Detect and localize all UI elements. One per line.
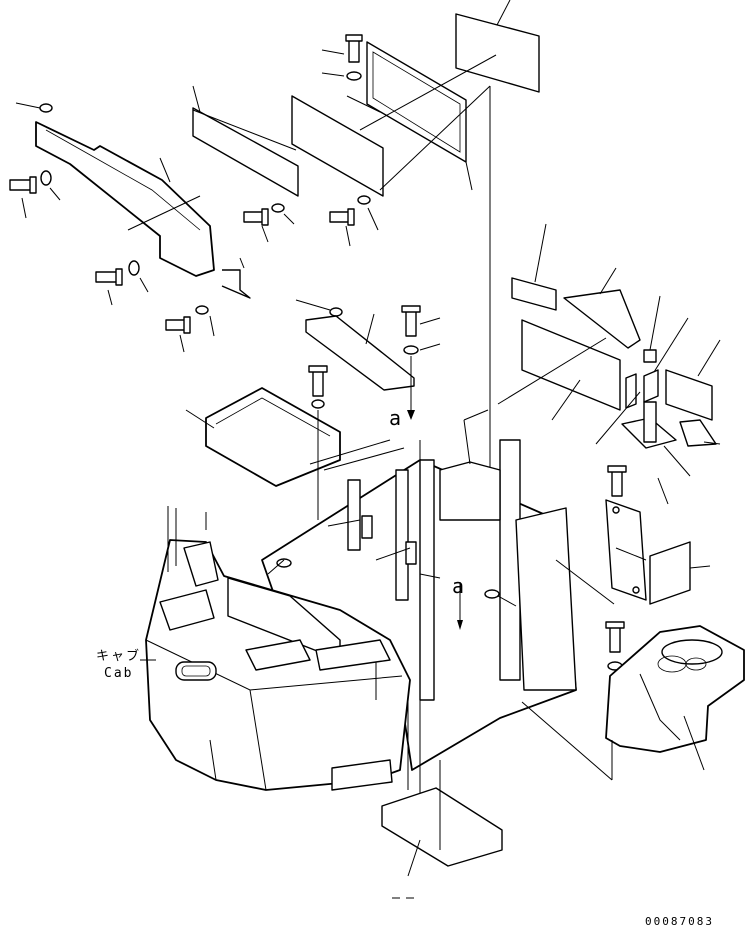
pad (563, 289, 641, 349)
insulation-panel (291, 95, 384, 197)
right-pad-group (497, 223, 721, 505)
top-pad (455, 13, 540, 93)
washer (346, 71, 362, 81)
upper-left-cover-group (9, 85, 379, 353)
controller-box (205, 387, 341, 487)
floor-mat (381, 787, 503, 867)
right-cover-group (521, 465, 745, 781)
handle (175, 661, 217, 681)
middle-bracket-group (185, 299, 441, 520)
cab-label-japanese: キャブ (96, 649, 142, 664)
reference-mark-a-lower: a (452, 574, 465, 598)
mounting-bracket (305, 315, 415, 391)
pad (665, 369, 713, 421)
pad (511, 277, 557, 311)
cab-pillar (499, 439, 521, 681)
insulation-mat (192, 107, 299, 197)
drawing-number: 00087083 (645, 915, 714, 928)
reference-mark-a-upper: a (389, 406, 402, 430)
top-pad-group (291, 0, 540, 520)
side-cover (35, 121, 215, 277)
cab-pillar (419, 459, 435, 701)
cover-plate (366, 41, 467, 163)
pad (521, 319, 621, 411)
clip (39, 103, 53, 113)
dashboard-unit (145, 506, 411, 791)
bracket-plate (605, 499, 647, 601)
bolt-set-left (9, 170, 379, 353)
floor-mat-group (381, 760, 503, 899)
pad (649, 541, 691, 605)
cab-label-english: Cab (104, 666, 134, 681)
